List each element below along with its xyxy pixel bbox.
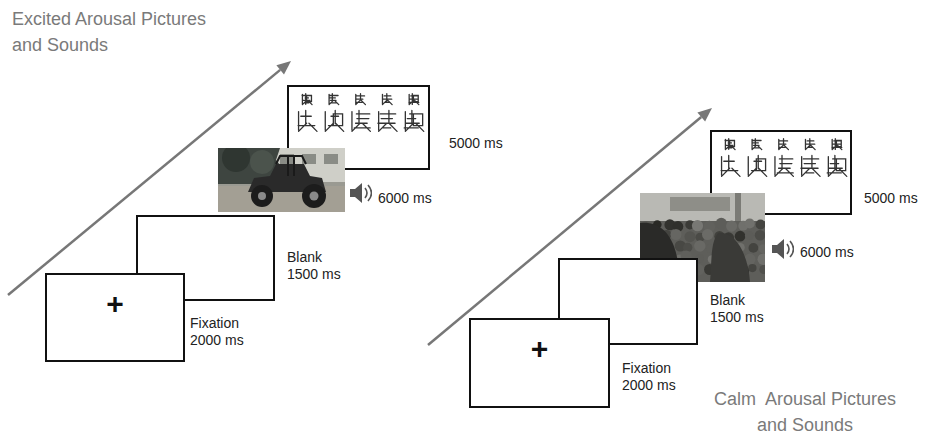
duration-label: 6000 ms <box>800 244 854 261</box>
arrow-head <box>697 108 712 122</box>
picture-screen: 6000 ms <box>218 148 345 212</box>
duration-label: 5000 ms <box>864 190 918 207</box>
duration-label: 5000 ms <box>449 135 503 152</box>
arrow-head <box>276 61 291 75</box>
time-arrow <box>428 117 701 345</box>
sound-icon <box>770 236 794 262</box>
duration-label: Blank 1500 ms <box>710 292 774 326</box>
sound-icon <box>348 180 372 206</box>
condition-label: Excited Arousal Pictures and Sounds <box>12 6 227 58</box>
vehicle-photo <box>218 148 345 212</box>
fixation-cross: + <box>47 289 183 319</box>
duration-label: 6000 ms <box>378 190 432 207</box>
duration-label: Fixation 2000 ms <box>190 315 254 349</box>
fixation-screen: +Fixation 2000 ms <box>469 318 610 408</box>
condition-label: Calm Arousal Pictures and Sounds <box>700 386 910 438</box>
duration-label: Fixation 2000 ms <box>622 360 686 394</box>
fixation-cross: + <box>471 334 608 364</box>
duration-label: Blank 1500 ms <box>287 249 351 283</box>
fixation-screen: +Fixation 2000 ms <box>45 273 185 362</box>
